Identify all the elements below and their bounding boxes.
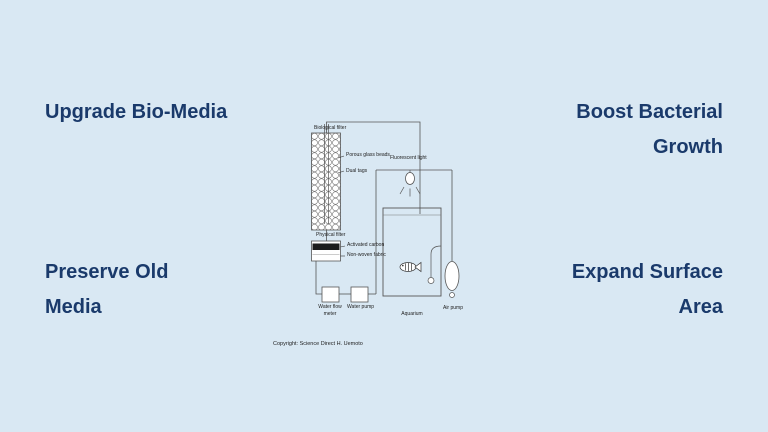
air-pump-icon bbox=[444, 261, 460, 298]
label-air-pump: Air pump bbox=[442, 305, 463, 311]
leader-porous-glass-beads bbox=[337, 155, 345, 159]
label-water-flow-meter: Water flow meter bbox=[318, 304, 342, 317]
label-dual-tags: Dual tags bbox=[346, 168, 368, 174]
physical-filter-box bbox=[311, 240, 346, 262]
biological-filter-column bbox=[311, 124, 345, 231]
headline-upgrade-bio-media: Upgrade Bio-Media bbox=[45, 95, 227, 130]
headline-boost-bacterial-growth: Boost Bacterial Growth bbox=[576, 95, 723, 165]
headline-expand-surface-area: Expand Surface Area bbox=[572, 255, 723, 325]
fish-icon bbox=[399, 261, 422, 273]
leader-activated-carbon bbox=[340, 245, 346, 248]
copyright-text: Copyright: Science Direct H. Uemoto bbox=[273, 341, 363, 347]
label-biological-filter: Biological filter bbox=[314, 125, 347, 131]
label-non-woven-fabric: Non-woven fabric bbox=[347, 252, 386, 258]
label-water-pump: Water pump bbox=[347, 304, 375, 310]
label-porous-glass-beads: Porous glass beads bbox=[346, 152, 390, 158]
headline-line: Upgrade Bio-Media bbox=[45, 101, 228, 123]
label-physical-filter: Physical filter bbox=[316, 232, 346, 238]
porous-glass-beads-bed bbox=[311, 132, 341, 231]
light-rays bbox=[399, 186, 421, 197]
pipe-filter-to-meter bbox=[315, 261, 322, 295]
activated-carbon-layer bbox=[312, 243, 340, 250]
headline-preserve-old-media: Preserve Old Media bbox=[45, 255, 168, 325]
headline-line: Media bbox=[45, 296, 102, 318]
fluorescent-light-icon bbox=[399, 170, 421, 197]
water-pump-box bbox=[350, 286, 369, 303]
aquarium-tank bbox=[382, 207, 442, 297]
label-activated-carbon: Activated carbon bbox=[347, 242, 385, 248]
air-stone-icon bbox=[427, 245, 442, 284]
headline-line: Area bbox=[678, 296, 723, 318]
headline-line: Growth bbox=[653, 136, 723, 158]
label-fluorescent-light: Fluorescent light bbox=[390, 155, 427, 161]
pipe-top bbox=[326, 121, 421, 214]
water-flow-meter-box bbox=[321, 286, 340, 303]
headline-line: Preserve Old bbox=[45, 261, 169, 283]
headline-line: Expand Surface bbox=[571, 261, 723, 283]
label-aquarium: Aquarium bbox=[401, 311, 423, 317]
headline-line: Boost Bacterial bbox=[576, 101, 723, 123]
pipes bbox=[315, 121, 453, 295]
leader-dual-tags bbox=[337, 170, 345, 174]
